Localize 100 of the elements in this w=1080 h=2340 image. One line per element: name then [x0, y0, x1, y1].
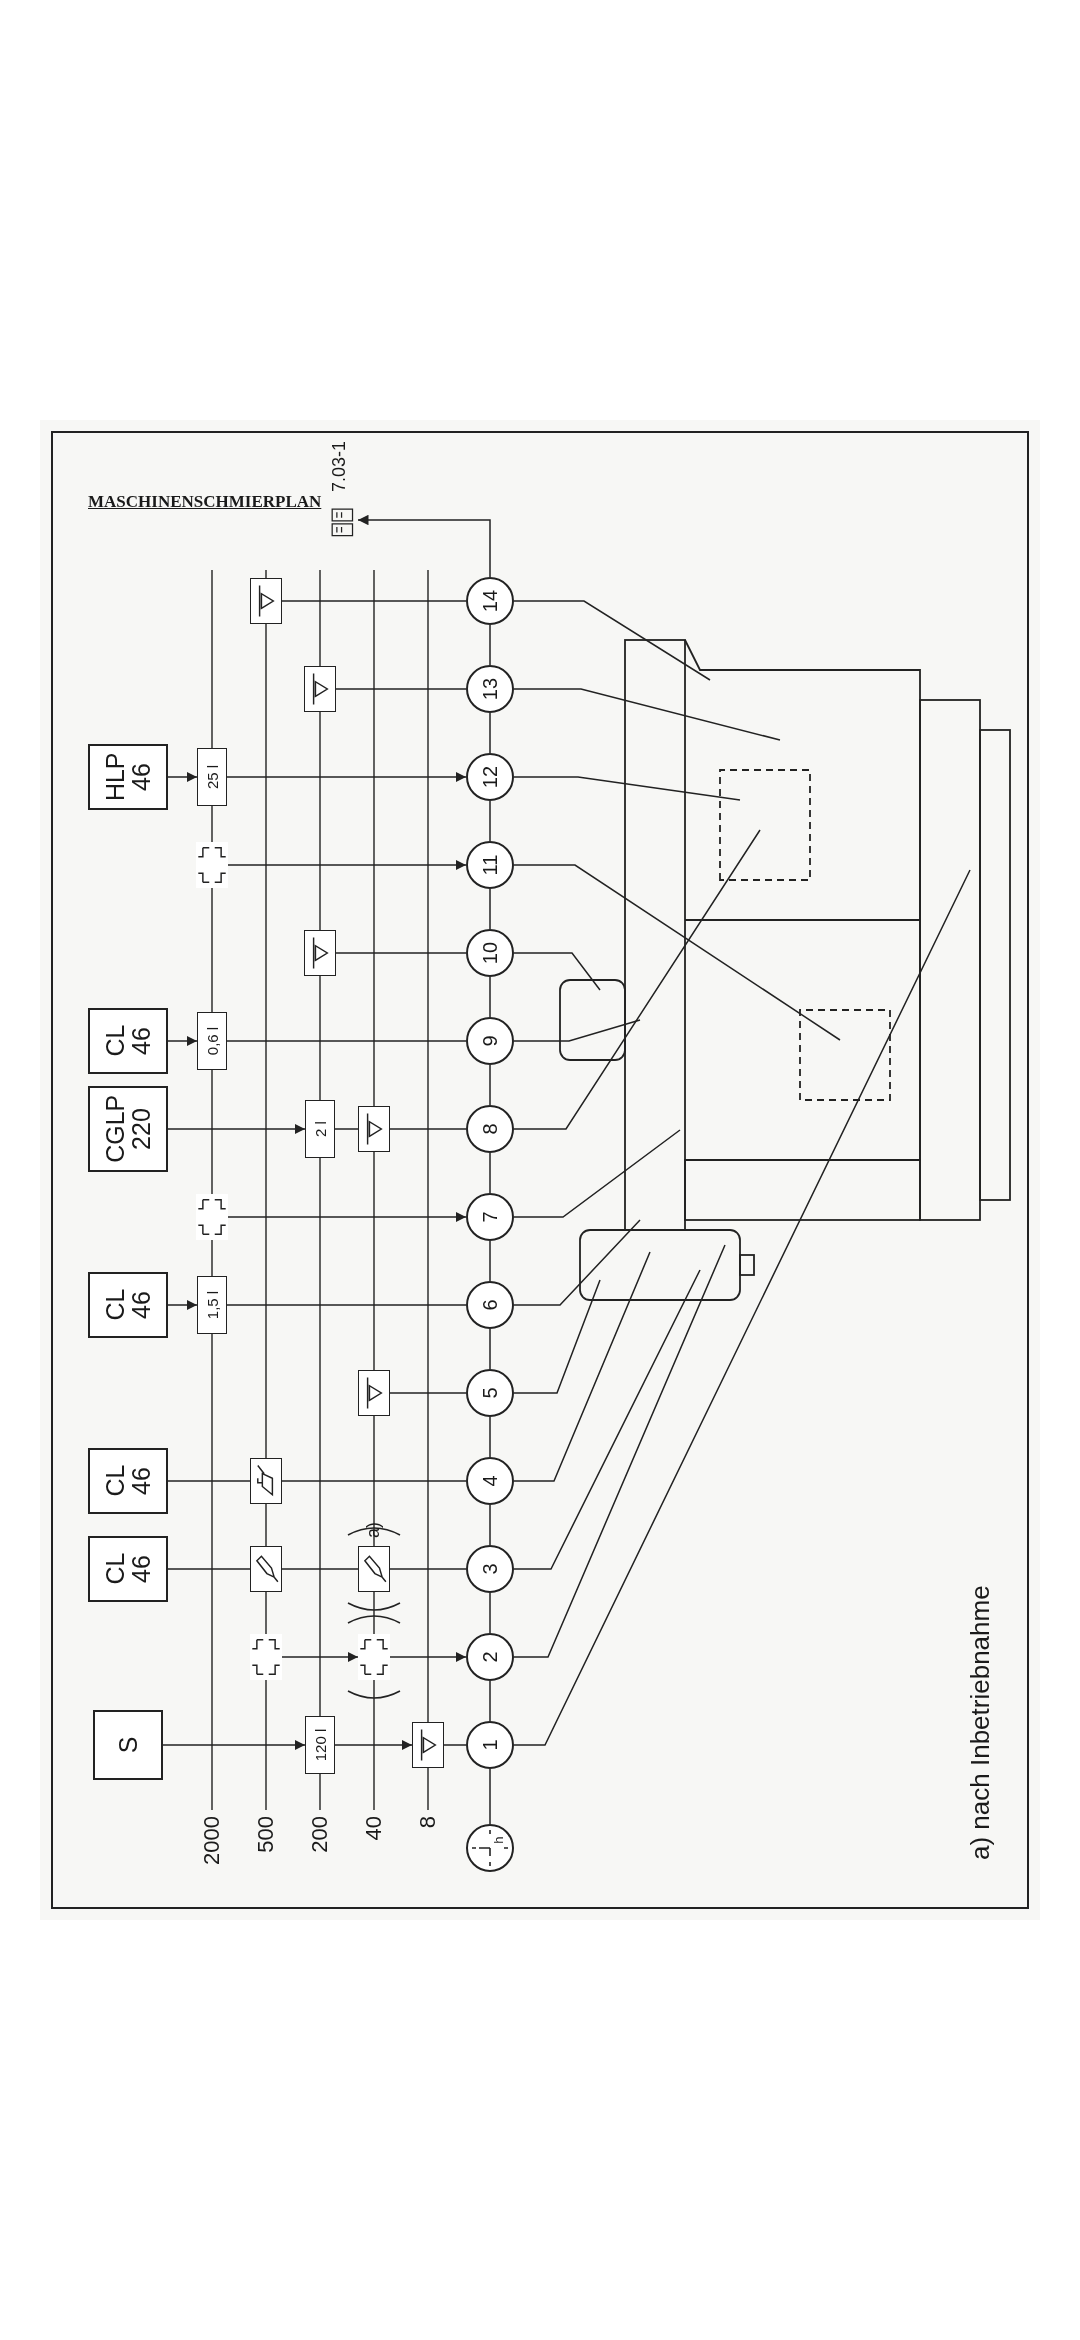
lubricant-box: CL 46: [88, 1448, 168, 1514]
oil-change-symbol: [196, 842, 228, 888]
level-check-symbol: [304, 930, 336, 976]
oil-change-symbol: [358, 1634, 390, 1680]
position-circle: 12: [466, 753, 514, 801]
quantity-box: 0,6 l: [197, 1012, 227, 1070]
position-circle: 6: [466, 1281, 514, 1329]
arrow: [389, 1651, 467, 1663]
footnote: a) nach Inbetriebnahme: [965, 1585, 996, 1860]
lubricant-box: CL 46: [88, 1272, 168, 1338]
leader-line: [513, 1251, 651, 1482]
grease-gun-symbol: [250, 1546, 282, 1592]
connector-line: [489, 888, 491, 930]
connector-line: [167, 1568, 251, 1570]
connector-line: [226, 1040, 467, 1042]
connector-line: [226, 1304, 467, 1306]
lubricant-box: CL 46: [88, 1536, 168, 1602]
leader-line: [513, 776, 741, 801]
position-circle: 4: [466, 1457, 514, 1505]
arrow: [227, 1211, 467, 1223]
grease-gun-symbol: [358, 1546, 390, 1592]
leader-line: [513, 1019, 641, 1042]
leader-line: [513, 1219, 641, 1306]
level-check-symbol: [304, 666, 336, 712]
position-circle: 13: [466, 665, 514, 713]
leader-line: [513, 688, 781, 741]
reference-number: 7.03-1: [329, 440, 350, 492]
arrow: [162, 1739, 306, 1751]
lubricant-box: CL 46: [88, 1008, 168, 1074]
arrow: [167, 771, 198, 783]
connector-line: [489, 976, 491, 1018]
lubricant-box: HLP 46: [88, 744, 168, 810]
connector-line: [489, 1680, 491, 1722]
connector-line: [489, 1240, 491, 1282]
arrow: [357, 514, 491, 578]
position-circle: 3: [466, 1545, 514, 1593]
interval-label: 8: [415, 1816, 441, 1829]
connector-line: [281, 1568, 359, 1570]
connector-line: [443, 1744, 467, 1746]
connector-line: [281, 600, 467, 602]
connector-line: [489, 1328, 491, 1370]
connector-line: [167, 1480, 251, 1482]
position-circle: 8: [466, 1105, 514, 1153]
connector-line: [489, 1592, 491, 1634]
position-circle: 9: [466, 1017, 514, 1065]
level-check-symbol: [250, 578, 282, 624]
connector-line: [489, 624, 491, 666]
leader-line: [513, 869, 971, 1746]
leader-line: [513, 864, 841, 1041]
arrow: [167, 1035, 198, 1047]
leader-line: [513, 1244, 726, 1658]
connector-line: [489, 1504, 491, 1546]
interval-label: 2000: [199, 1816, 225, 1865]
leader-line: [513, 1269, 701, 1570]
connector-line: [489, 1152, 491, 1194]
arrow: [167, 1299, 198, 1311]
level-check-symbol: [358, 1370, 390, 1416]
oil-change-symbol: [250, 1634, 282, 1680]
connector-line: [334, 1128, 359, 1130]
plan-title: MASCHINENSCHMIERPLAN: [88, 492, 322, 512]
connector-line: [389, 1128, 467, 1130]
arrow: [167, 1123, 306, 1135]
position-circle: 14: [466, 577, 514, 625]
connector-line: [489, 1416, 491, 1458]
leader-line: [513, 952, 601, 991]
position-circle: 11: [466, 841, 514, 889]
arrow: [227, 859, 467, 871]
level-check-symbol: [412, 1722, 444, 1768]
connector-line: [489, 1768, 491, 1825]
level-check-symbol: [358, 1106, 390, 1152]
arrow: [226, 771, 467, 783]
leader-line: [513, 1279, 601, 1394]
connector-line: [389, 1392, 467, 1394]
leader-line: [513, 600, 711, 681]
position-circle: 10: [466, 929, 514, 977]
interval-label: 200: [307, 1816, 333, 1853]
position-circle: 5: [466, 1369, 514, 1417]
footnote-mark: a): [363, 1522, 384, 1538]
connector-line: [489, 800, 491, 842]
connector-line: [335, 952, 467, 954]
quantity-box: 120 l: [305, 1716, 335, 1774]
connector-line: [489, 1064, 491, 1106]
oil-change-symbol: [196, 1194, 228, 1240]
quantity-box: 2 l: [305, 1100, 335, 1158]
position-circle: 1: [466, 1721, 514, 1769]
interval-label: 40: [361, 1816, 387, 1841]
leader-line: [513, 1129, 681, 1218]
arrow: [281, 1651, 359, 1663]
lubricant-box: S: [93, 1710, 163, 1780]
connector-line: [281, 1480, 467, 1482]
connector-line: [389, 1568, 467, 1570]
arrow: [334, 1739, 413, 1751]
leader-line: [513, 829, 761, 1130]
clock-symbol: h: [466, 1824, 514, 1872]
oiler-symbol: [250, 1458, 282, 1504]
interval-label: 500: [253, 1816, 279, 1853]
quantity-box: 25 l: [197, 748, 227, 806]
position-circle: 7: [466, 1193, 514, 1241]
quantity-box: 1,5 l: [197, 1276, 227, 1334]
connector-line: [489, 712, 491, 754]
